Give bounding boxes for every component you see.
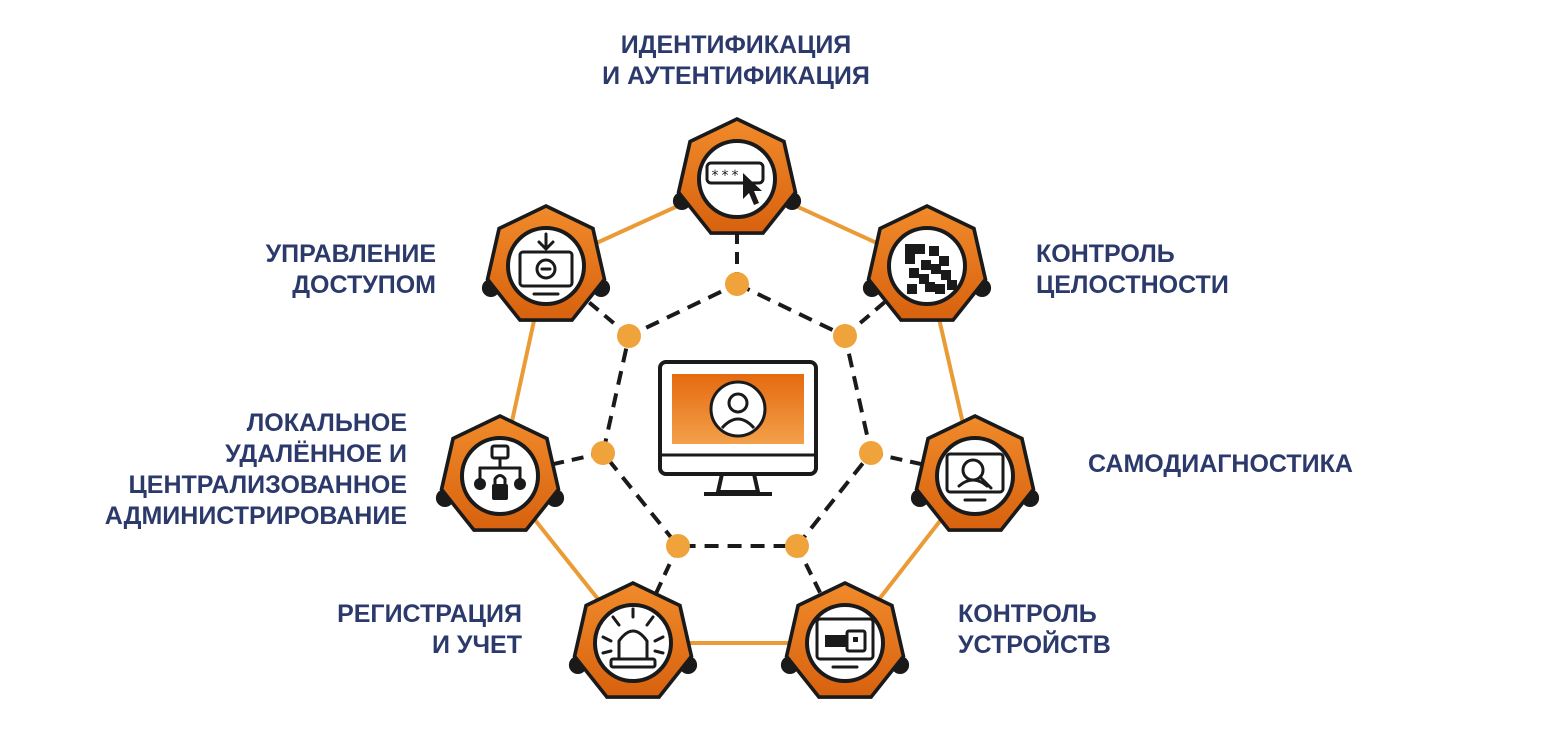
svg-text:*: * — [722, 168, 729, 184]
password-pointer-icon: *** — [705, 161, 765, 205]
node-access-control — [481, 204, 611, 322]
usb-monitor-icon — [815, 617, 875, 669]
svg-text:*: * — [712, 168, 719, 184]
network-lock-icon — [474, 444, 526, 500]
connector-dot — [591, 441, 615, 465]
node-device-control — [780, 581, 910, 699]
monitor-magnifier-icon — [945, 452, 1005, 502]
connector-dot — [725, 272, 749, 296]
node-identification: *** — [672, 117, 802, 235]
label-self-diagnostics: САМОДИАГНОСТИКА — [1088, 450, 1353, 478]
connector-dot — [666, 534, 690, 558]
connector-dot — [785, 534, 809, 558]
alarm-beacon-icon — [601, 607, 665, 669]
monitor-download-icon — [518, 232, 574, 296]
central-monitor — [658, 360, 818, 496]
connector-dot — [859, 441, 883, 465]
svg-text:*: * — [732, 168, 739, 184]
qr-code-icon — [905, 244, 957, 294]
node-integrity — [862, 204, 992, 322]
node-administration — [435, 414, 565, 532]
connector-dots — [591, 272, 883, 558]
node-registration — [568, 581, 698, 699]
node-self-diagnostics — [910, 414, 1040, 532]
connector-dot — [617, 324, 641, 348]
monitor-user-icon — [709, 380, 767, 438]
connector-dot — [833, 324, 857, 348]
